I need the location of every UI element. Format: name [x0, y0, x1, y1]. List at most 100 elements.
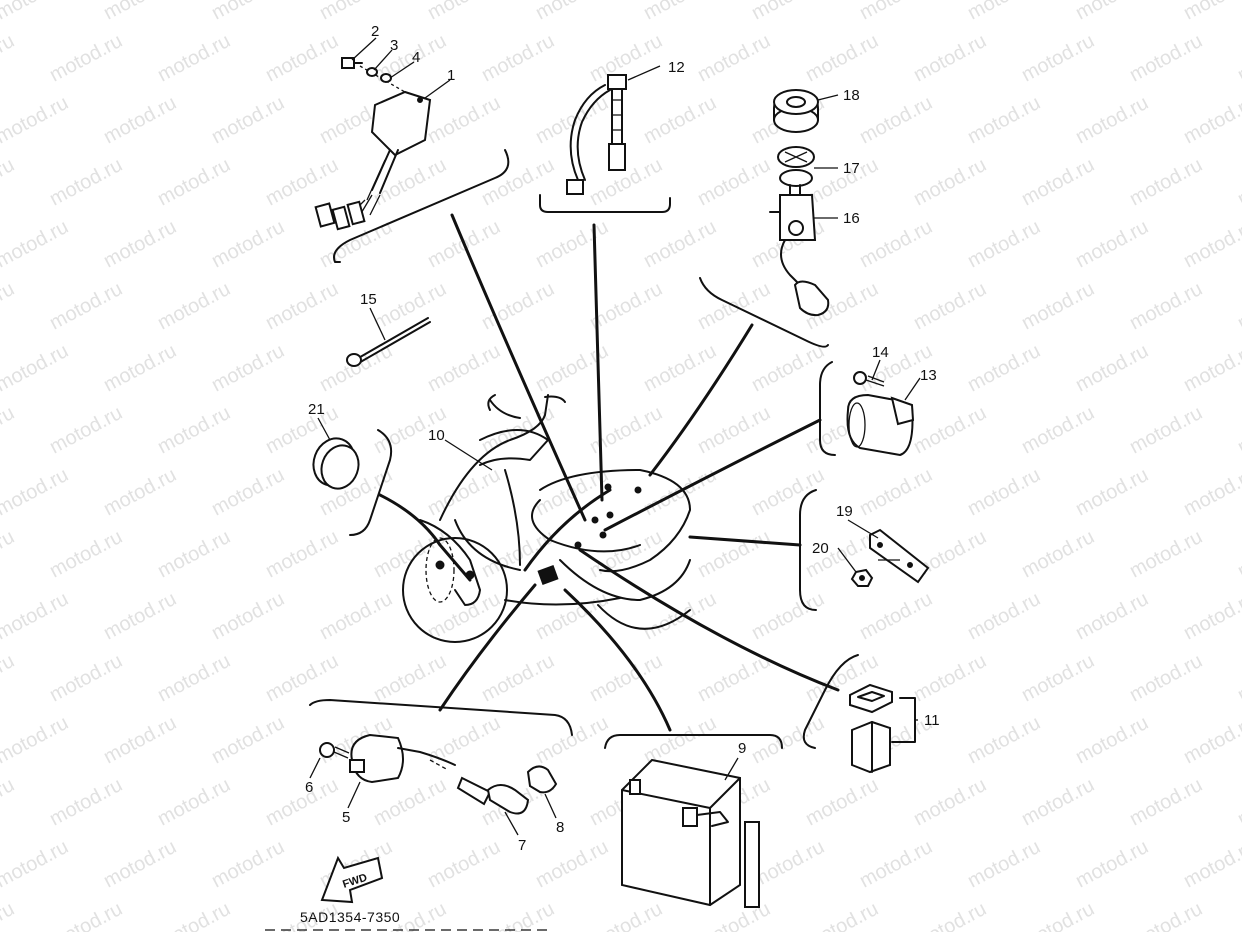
watermark-text: motod.ru: [748, 836, 828, 892]
callout-4: 4: [412, 49, 420, 66]
watermark-text: motod.ru: [1126, 30, 1206, 86]
watermark-text: motod.ru: [262, 774, 342, 830]
watermark-text: motod.ru: [0, 402, 18, 458]
watermark-text: motod.ru: [1234, 526, 1242, 582]
watermark-text: motod.ru: [1018, 278, 1098, 334]
watermark-text: motod.ru: [0, 92, 72, 148]
watermark-text: motod.ru: [262, 30, 342, 86]
watermark-text: motod.ru: [1180, 216, 1242, 272]
watermark-text: motod.ru: [478, 30, 558, 86]
watermark-text: motod.ru: [532, 836, 612, 892]
watermark-text: motod.ru: [748, 0, 828, 24]
watermark-text: motod.ru: [1126, 278, 1206, 334]
watermark-text: motod.ru: [856, 836, 936, 892]
watermark-text: motod.ru: [910, 898, 990, 932]
part-2-bolt: [341, 57, 363, 69]
callout-7: 7: [518, 837, 526, 854]
callout-21: 21: [308, 401, 325, 418]
watermark-text: motod.ru: [1126, 774, 1206, 830]
part-6-bolt: [319, 742, 350, 759]
watermark-text: motod.ru: [208, 92, 288, 148]
watermark-text: motod.ru: [478, 650, 558, 706]
watermark-text: motod.ru: [910, 154, 990, 210]
watermark-text: motod.ru: [208, 340, 288, 396]
watermark-text: motod.ru: [1072, 712, 1152, 768]
watermark-text: motod.ru: [154, 30, 234, 86]
watermark-text: motod.ru: [586, 898, 666, 932]
watermark-text: motod.ru: [640, 216, 720, 272]
watermark-text: motod.ru: [208, 712, 288, 768]
watermark-text: motod.ru: [1018, 526, 1098, 582]
watermark-text: motod.ru: [640, 0, 720, 24]
watermark-text: motod.ru: [0, 0, 72, 24]
part-8-cover: [526, 765, 558, 794]
part-4-washer: [380, 73, 392, 83]
watermark-text: motod.ru: [748, 588, 828, 644]
watermark-text: motod.ru: [208, 836, 288, 892]
watermark-text: motod.ru: [910, 650, 990, 706]
watermark-text: motod.ru: [1180, 92, 1242, 148]
part-18-grommet: [773, 89, 819, 133]
callout-17: 17: [843, 160, 860, 177]
watermark-text: motod.ru: [640, 92, 720, 148]
watermark-text: motod.ru: [0, 340, 72, 396]
watermark-text: motod.ru: [1072, 92, 1152, 148]
watermark-text: motod.ru: [46, 898, 126, 932]
watermark-text: motod.ru: [1180, 588, 1242, 644]
leader-lines: [309, 37, 921, 836]
watermark-text: motod.ru: [748, 712, 828, 768]
watermark-text: motod.ru: [0, 30, 18, 86]
callout-1: 1: [447, 67, 455, 84]
watermark-text: motod.ru: [370, 526, 450, 582]
watermark-text: motod.ru: [1072, 588, 1152, 644]
watermark-text: motod.ru: [1180, 0, 1242, 24]
forward-direction-arrow: FWD: [320, 855, 384, 904]
watermark-text: motod.ru: [532, 92, 612, 148]
watermark-text: motod.ru: [46, 402, 126, 458]
wire-harness: [378, 213, 840, 732]
part-17-ring: [777, 146, 815, 187]
watermark-text: motod.ru: [532, 0, 612, 24]
callout-14: 14: [872, 344, 889, 361]
watermark-text: motod.ru: [100, 712, 180, 768]
watermark-text: motod.ru: [802, 898, 882, 932]
watermark-text: motod.ru: [0, 526, 18, 582]
watermark-text: motod.ru: [0, 154, 18, 210]
watermark-text: motod.ru: [964, 588, 1044, 644]
watermark-text: motod.ru: [0, 774, 18, 830]
part-19-reflector: [869, 528, 930, 584]
watermark-text: motod.ru: [100, 464, 180, 520]
watermark-text: motod.ru: [0, 898, 18, 932]
watermark-text: motod.ru: [748, 340, 828, 396]
watermark-text: motod.ru: [1234, 898, 1242, 932]
watermark-text: motod.ru: [262, 154, 342, 210]
watermark-text: motod.ru: [856, 464, 936, 520]
callout-19: 19: [836, 503, 853, 520]
callout-15: 15: [360, 291, 377, 308]
watermark-text: motod.ru: [1234, 154, 1242, 210]
watermark-text: motod.ru: [586, 526, 666, 582]
watermark-text: motod.ru: [964, 0, 1044, 24]
callout-10: 10: [428, 427, 445, 444]
watermark-text: motod.ru: [424, 92, 504, 148]
watermark-text: motod.ru: [1234, 30, 1242, 86]
watermark-text: motod.ru: [208, 464, 288, 520]
watermark-text: motod.ru: [964, 216, 1044, 272]
watermark-text: motod.ru: [424, 340, 504, 396]
watermark-text: motod.ru: [964, 464, 1044, 520]
watermark-text: motod.ru: [0, 712, 72, 768]
watermark-text: motod.ru: [1180, 836, 1242, 892]
watermark-text: motod.ru: [424, 464, 504, 520]
watermark-text: motod.ru: [1126, 650, 1206, 706]
callout-12: 12: [668, 59, 685, 76]
watermark-text: motod.ru: [0, 588, 72, 644]
watermark-text: motod.ru: [154, 402, 234, 458]
callout-13: 13: [920, 367, 937, 384]
part-20-nut: [850, 568, 874, 587]
watermark-text: motod.ru: [154, 898, 234, 932]
watermark-text: motod.ru: [586, 154, 666, 210]
part-5-ignition-coil: [349, 733, 456, 784]
callout-18: 18: [843, 87, 860, 104]
watermark-text: motod.ru: [532, 216, 612, 272]
watermark-text: motod.ru: [208, 216, 288, 272]
